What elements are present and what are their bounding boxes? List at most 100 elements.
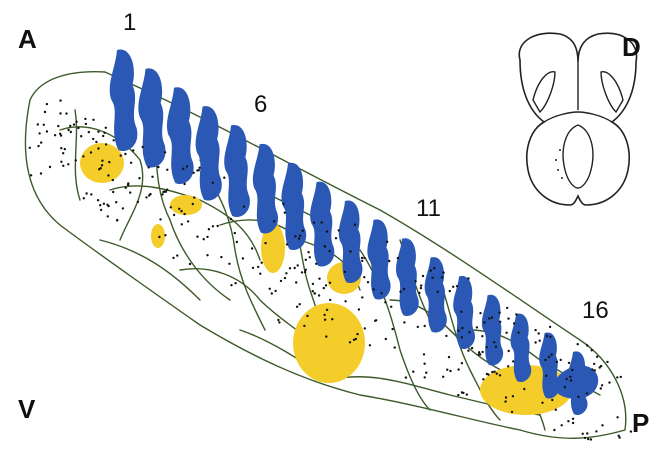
cell-dot	[115, 201, 117, 203]
cell-dot	[461, 336, 463, 338]
posterior-label: P	[632, 408, 649, 438]
cell-dot	[261, 262, 263, 264]
cell-dot	[116, 219, 118, 221]
cell-dot	[331, 318, 333, 320]
cell-dot	[298, 237, 300, 239]
cell-dot	[491, 316, 493, 318]
cell-dot	[452, 286, 454, 288]
cell-dot	[271, 292, 273, 294]
cell-dot	[504, 400, 506, 402]
cell-dot	[122, 207, 124, 209]
cell-dot	[186, 165, 188, 167]
cell-dot	[495, 346, 497, 348]
cell-dot	[46, 130, 48, 132]
cell-dot	[572, 418, 574, 420]
cell-dot	[546, 335, 548, 337]
cell-dot	[304, 271, 306, 273]
cell-dot	[182, 168, 184, 170]
cell-dot	[325, 284, 327, 286]
cell-dot	[305, 269, 307, 271]
cell-dot	[374, 320, 376, 322]
cell-dot	[145, 196, 147, 198]
cell-dot	[572, 422, 574, 424]
cell-dot	[90, 193, 92, 195]
cell-dot	[338, 229, 340, 231]
cell-dot	[40, 172, 42, 174]
cell-dot	[84, 118, 86, 120]
cell-dot	[129, 191, 131, 193]
cell-dot	[294, 235, 296, 237]
cell-dot	[508, 350, 510, 352]
blue-stripe	[196, 106, 222, 200]
cell-dot	[601, 424, 603, 426]
cell-dot	[294, 267, 296, 269]
cell-dot	[64, 148, 66, 150]
cell-dot	[391, 328, 393, 330]
cell-dot	[278, 321, 280, 323]
cell-dot	[286, 243, 288, 245]
cell-dot	[349, 341, 351, 343]
cell-dot	[491, 371, 493, 373]
cell-dot	[600, 387, 602, 389]
cell-dot	[593, 363, 595, 365]
cell-dot	[324, 245, 326, 247]
cell-dot	[69, 125, 71, 127]
cell-dot	[488, 317, 490, 319]
ventral-label: V	[18, 394, 36, 424]
cell-dot	[67, 129, 69, 131]
cell-dot	[591, 368, 593, 370]
cell-dot	[412, 371, 414, 373]
cell-dot	[234, 282, 236, 284]
cell-dot	[38, 132, 40, 134]
cell-dot	[37, 123, 39, 125]
cell-dot	[312, 290, 314, 292]
cell-dot	[356, 333, 358, 335]
blue-stripe	[367, 219, 390, 299]
blue-stripe	[482, 295, 503, 366]
cell-dot	[95, 141, 97, 143]
cell-dot	[166, 189, 168, 191]
cell-dot	[273, 220, 275, 222]
cell-dot	[534, 329, 536, 331]
cell-dot	[386, 241, 388, 243]
cell-dot	[192, 203, 194, 205]
cell-dot	[600, 365, 602, 367]
cell-dot	[587, 438, 589, 440]
cell-dot	[92, 138, 94, 140]
cell-dot	[591, 349, 593, 351]
cell-dot	[569, 376, 571, 378]
brain-inset	[519, 33, 636, 205]
cell-dot	[101, 160, 103, 162]
cell-dot	[164, 151, 166, 153]
cell-dot	[57, 125, 59, 127]
stripe-number-6: 6	[254, 91, 267, 118]
yellow-patches	[80, 143, 572, 415]
cell-dot	[539, 340, 541, 342]
cell-dot	[203, 238, 205, 240]
cell-dot	[568, 362, 570, 364]
cell-dot	[137, 201, 139, 203]
cell-dot	[234, 232, 236, 234]
cell-dot	[178, 208, 180, 210]
cell-dot	[479, 353, 481, 355]
cell-dot	[90, 151, 92, 153]
cell-dot	[511, 411, 513, 413]
cell-dot	[306, 315, 308, 317]
cell-dot	[282, 203, 284, 205]
cell-dot	[187, 220, 189, 222]
cell-dot	[130, 162, 132, 164]
cell-dot	[567, 420, 569, 422]
cell-dot	[561, 424, 563, 426]
cell-boundary	[360, 250, 430, 410]
cell-dot	[73, 123, 75, 125]
cell-dot	[384, 301, 386, 303]
cell-dot	[329, 282, 331, 284]
cell-dot	[75, 121, 77, 123]
cell-dot	[173, 214, 175, 216]
cell-dot	[303, 325, 305, 327]
cell-dot	[30, 174, 32, 176]
cell-dot	[97, 147, 99, 149]
cell-dot	[75, 159, 77, 161]
cell-dot	[323, 314, 325, 316]
cell-dot	[124, 153, 126, 155]
